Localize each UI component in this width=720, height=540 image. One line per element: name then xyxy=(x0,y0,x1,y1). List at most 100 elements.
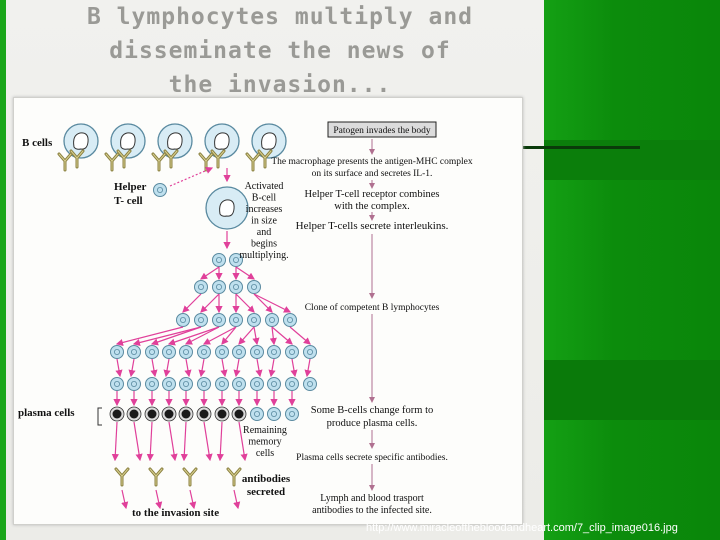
b-cell-receptor-b-3 xyxy=(163,149,179,169)
b-cell-receptor-b-2 xyxy=(116,149,132,169)
plasma-cell-3-nucleus xyxy=(147,409,157,419)
clone-cell-r1-c1 xyxy=(212,253,226,267)
memory-cell-3-nucleus xyxy=(288,410,295,417)
clone-cell-r4-c3 xyxy=(145,345,159,359)
clone-cell-r4-c8 xyxy=(232,345,246,359)
flow-step-5-line-1: Clone of competent B lymphocytes xyxy=(305,302,440,313)
flow-step-6-line-2: produce plasma cells. xyxy=(327,418,418,429)
fan-arrow-2-5 xyxy=(235,293,255,313)
fan-arrow-4-5 xyxy=(184,358,192,378)
activated-label-line-1: Activated xyxy=(245,181,284,192)
antibody-highlight xyxy=(164,150,178,168)
clone-cell-r4-c4-nucleus xyxy=(165,348,172,355)
secreted-antibody-3 xyxy=(182,467,198,487)
divider-line xyxy=(520,146,640,149)
clone-cell-r2-c1-nucleus xyxy=(197,283,204,290)
clone-cell-r4-c10 xyxy=(267,345,281,359)
fan-arrow-3-3 xyxy=(150,326,202,346)
secretion-arrow-4 xyxy=(168,421,178,462)
flow-step-3-line-1: Helper T-cell receptor combines xyxy=(305,189,440,200)
activated-label-line-7: multiplying. xyxy=(239,250,288,261)
fan-arrow-4-8 xyxy=(233,358,241,378)
clone-cell-r3-c6-nucleus xyxy=(268,316,275,323)
b-cell-1-nucleus xyxy=(73,132,89,150)
green-background xyxy=(544,0,720,540)
memory-cell-1 xyxy=(250,407,264,421)
flow-step-4-line-1: Helper T-cells secrete interleukins. xyxy=(296,220,449,232)
memory-cell-1-nucleus xyxy=(253,410,260,417)
antibody-highlight xyxy=(211,150,225,168)
clone-cell-r5-c8 xyxy=(232,377,246,391)
clone-cell-r2-c3-nucleus xyxy=(232,283,239,290)
b-cell-3-nucleus xyxy=(167,132,183,150)
clone-cell-r4-c8-nucleus xyxy=(235,348,242,355)
flow-step-3-line-2: with the complex. xyxy=(334,201,410,212)
fan-arrow-2-1 xyxy=(182,293,202,313)
plasma-cell-8-nucleus xyxy=(234,409,244,419)
clone-cell-r5-c10 xyxy=(267,377,281,391)
clone-cell-r3-c6 xyxy=(265,313,279,327)
clone-cell-r4-c11-nucleus xyxy=(288,348,295,355)
clone-cell-r4-c11 xyxy=(285,345,299,359)
clone-cell-r4-c4 xyxy=(162,345,176,359)
plasma-cell-2-nucleus xyxy=(129,409,139,419)
antibody-highlight xyxy=(227,468,241,486)
clone-cell-r3-c7-nucleus xyxy=(286,316,293,323)
title-line-1: B lymphocytes multiply and xyxy=(86,4,474,30)
title-line-3: the invasion... xyxy=(168,72,392,98)
clone-cell-r5-c9 xyxy=(250,377,264,391)
antibodies-label-line-1: antibodies xyxy=(242,473,291,485)
clone-cell-r3-c1-nucleus xyxy=(179,316,186,323)
memory-cell-3 xyxy=(285,407,299,421)
clone-cell-r5-c1-nucleus xyxy=(114,380,121,387)
fan-arrow-3-10 xyxy=(269,326,277,346)
secretion-arrow-6 xyxy=(203,421,213,462)
clone-cell-r4-c12-nucleus xyxy=(306,348,313,355)
clone-cell-r3-c1 xyxy=(176,313,190,327)
plasma-cell-1-nucleus xyxy=(112,409,122,419)
clone-cell-r2-c1 xyxy=(194,280,208,294)
secretion-arrow-1 xyxy=(111,421,119,462)
b-cell-receptor-5 xyxy=(245,152,261,172)
remaining-label-line-3: cells xyxy=(256,448,274,459)
clone-cell-r4-c2 xyxy=(127,345,141,359)
clone-cell-r5-c4-nucleus xyxy=(165,380,172,387)
flow-step-2-line-1: The macrophage presents the antigen-MHC … xyxy=(271,157,473,167)
antibody-highlight xyxy=(149,468,163,486)
fan-arrow-3-1 xyxy=(115,326,184,346)
to-invasion-site-label: to the invasion site xyxy=(132,507,219,519)
clone-cell-r4-c7 xyxy=(215,345,229,359)
clone-cell-r4-c9-nucleus xyxy=(253,348,260,355)
activated-label-line-3: increases xyxy=(246,204,283,215)
helper-t-cell xyxy=(153,183,167,197)
clone-cell-r5-c4 xyxy=(162,377,176,391)
remaining-label-line-1: Remaining xyxy=(243,425,287,436)
clone-cell-r3-c5-nucleus xyxy=(250,316,257,323)
clone-cell-r2-c3 xyxy=(229,280,243,294)
title-line-2: disseminate the news of xyxy=(109,38,451,64)
clone-cell-r4-c6-nucleus xyxy=(200,348,207,355)
image-source-caption: http://www.miracleofthebloodandheart.com… xyxy=(366,522,678,534)
b-cell-receptor-4 xyxy=(198,152,214,172)
flow-step-7-line-1: Plasma cells secrete specific antibodies… xyxy=(296,452,448,463)
fan-arrow-4-9 xyxy=(255,358,263,378)
clone-cell-r1-c2-nucleus xyxy=(232,256,239,263)
fan-arrow-3-5 xyxy=(184,326,220,345)
b-cell-5-nucleus xyxy=(261,132,277,150)
clone-cell-r3-c3-nucleus xyxy=(215,316,222,323)
clone-cell-r4-c10-nucleus xyxy=(270,348,277,355)
antibody-highlight xyxy=(199,153,213,171)
fan-arrow-4-6 xyxy=(198,358,206,378)
clone-cell-r5-c6 xyxy=(197,377,211,391)
clone-cell-r5-c2 xyxy=(127,377,141,391)
fan-arrow-4-7 xyxy=(220,358,228,378)
background-band-lower xyxy=(544,360,720,420)
plasma-cell-4-nucleus xyxy=(164,409,174,419)
clone-cell-r2-c2 xyxy=(212,280,226,294)
clone-cell-r3-c7 xyxy=(283,313,297,327)
fan-arrow-4-3 xyxy=(150,358,158,378)
activated-b-cell-nucleus xyxy=(219,199,235,217)
fan-arrow-4-1 xyxy=(115,358,123,378)
